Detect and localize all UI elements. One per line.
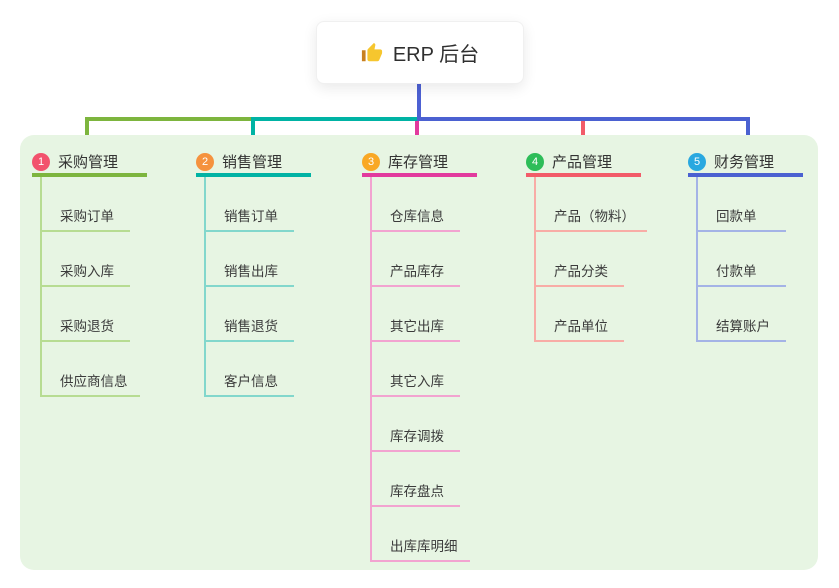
mindmap-board: 1 采购管理 采购订单 采购入库 采购退货 供应商信息 2 销售管理 销售订单 … [20,135,818,570]
branch-sales-header[interactable]: 2 销售管理 [196,150,311,177]
branch-product: 4 产品管理 产品（物料） 产品分类 产品单位 [526,150,647,342]
branch-finance: 5 财务管理 回款单 付款单 结算账户 [688,150,803,342]
branch-number-badge: 3 [362,152,380,171]
branch-finance-children: 回款单 付款单 结算账户 [696,177,786,342]
child-node[interactable]: 采购入库 [42,232,130,287]
branch-label: 财务管理 [714,154,775,171]
branch-purchase-header[interactable]: 1 采购管理 [32,150,147,177]
child-node[interactable]: 付款单 [698,232,786,287]
child-node[interactable]: 产品单位 [536,287,624,342]
branch-inventory-children: 仓库信息 产品库存 其它出库 其它入库 库存调拨 库存盘点 出库库明细 [370,177,470,562]
branch-purchase-children: 采购订单 采购入库 采购退货 供应商信息 [40,177,140,397]
child-node[interactable]: 其它出库 [372,287,460,342]
branch-sales-children: 销售订单 销售出库 销售退货 客户信息 [204,177,294,397]
child-node[interactable]: 库存调拨 [372,397,460,452]
child-node[interactable]: 其它入库 [372,342,460,397]
branch-number-badge: 1 [32,152,50,171]
branch-inventory: 3 库存管理 仓库信息 产品库存 其它出库 其它入库 库存调拨 库存盘点 出库库… [362,150,477,562]
branch-label: 库存管理 [388,154,449,171]
thumbs-up-icon [361,42,382,61]
branch-label: 产品管理 [552,154,613,171]
child-node[interactable]: 采购退货 [42,287,130,342]
branch-number-badge: 4 [526,152,544,171]
branch-label: 销售管理 [222,154,283,171]
child-node[interactable]: 销售退货 [206,287,294,342]
child-node[interactable]: 出库库明细 [372,507,470,562]
branch-number-badge: 5 [688,152,706,171]
root-node[interactable]: ERP 后台 [316,21,524,84]
branch-inventory-header[interactable]: 3 库存管理 [362,150,477,177]
child-node[interactable]: 回款单 [698,177,786,232]
branch-label: 采购管理 [58,154,119,171]
child-node[interactable]: 销售订单 [206,177,294,232]
child-node[interactable]: 客户信息 [206,342,294,397]
child-node[interactable]: 仓库信息 [372,177,460,232]
root-title: ERP 后台 [392,44,480,66]
branch-number-badge: 2 [196,152,214,171]
child-node[interactable]: 供应商信息 [42,342,140,397]
child-node[interactable]: 采购订单 [42,177,130,232]
child-node[interactable]: 产品分类 [536,232,624,287]
child-node[interactable]: 产品库存 [372,232,460,287]
child-node[interactable]: 产品（物料） [536,177,647,232]
branch-purchase: 1 采购管理 采购订单 采购入库 采购退货 供应商信息 [32,150,147,397]
child-node[interactable]: 结算账户 [698,287,786,342]
child-node[interactable]: 销售出库 [206,232,294,287]
branch-product-children: 产品（物料） 产品分类 产品单位 [534,177,647,342]
branch-product-header[interactable]: 4 产品管理 [526,150,641,177]
branch-sales: 2 销售管理 销售订单 销售出库 销售退货 客户信息 [196,150,311,397]
branch-finance-header[interactable]: 5 财务管理 [688,150,803,177]
child-node[interactable]: 库存盘点 [372,452,460,507]
